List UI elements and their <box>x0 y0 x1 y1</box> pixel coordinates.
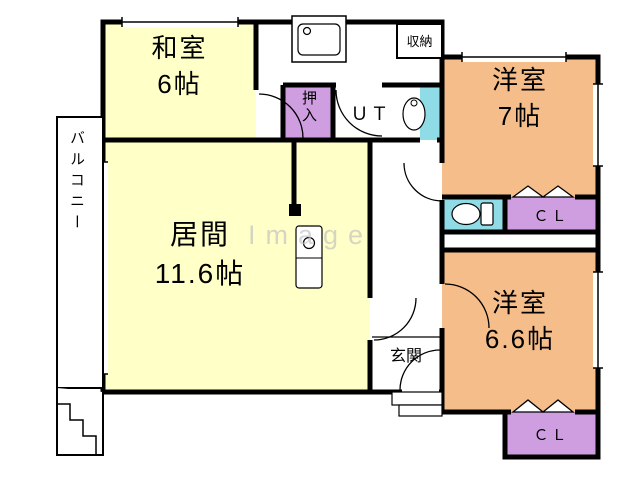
ut-label: ＵＴ <box>350 104 391 124</box>
bedroom7-door-arc <box>403 162 443 202</box>
bedroom66-door-arc <box>444 283 490 329</box>
closet-top <box>505 197 598 232</box>
oshiire-closet <box>283 85 333 142</box>
closet-folding-doors-icon <box>511 185 575 413</box>
washitsu-room <box>103 22 256 140</box>
bedroom66-name: 洋室 <box>491 288 548 318</box>
kitchen-counter-icon <box>295 225 323 289</box>
bedroom66-size: 6.6帖 <box>484 324 556 355</box>
balcony-label: バルコニー <box>68 130 85 235</box>
living-door-arc <box>373 297 417 341</box>
closet-bottom-label: ＣＬ <box>533 427 570 444</box>
watermark-text: Image <box>248 220 374 250</box>
ut-door-strip <box>420 85 442 143</box>
corridor <box>370 140 442 392</box>
inner-walls <box>103 22 598 415</box>
living-size: 11.6帖 <box>154 258 246 290</box>
washbasin-icon <box>402 97 426 131</box>
living-label: 居間 11.6帖 <box>110 215 290 293</box>
balcony-outline <box>56 116 104 456</box>
storage-box <box>396 23 443 59</box>
kitchen-sink-icon <box>291 15 347 63</box>
toilet-icon <box>451 202 494 226</box>
bedroom7-name: 洋室 <box>491 65 548 95</box>
front-door-arc <box>399 349 441 391</box>
bedroom7-room <box>442 57 598 197</box>
door-arcs <box>258 89 490 391</box>
bedroom66-room <box>442 250 598 412</box>
washitsu-entry-pocket <box>256 85 283 140</box>
bedroom7-label: 洋室 7帖 <box>442 62 598 135</box>
washitsu-name: 和室 <box>151 33 208 63</box>
living-room <box>103 140 370 392</box>
closet-bottom <box>505 412 598 457</box>
entrance-porch <box>391 391 443 417</box>
washitsu-label: 和室 6帖 <box>103 30 256 103</box>
oshiire-label: 押入 <box>300 90 317 124</box>
living-name: 居間 <box>169 219 230 250</box>
bedroom66-label: 洋室 6.6帖 <box>442 285 598 358</box>
ut-door-arc <box>335 89 383 137</box>
pillar <box>289 204 301 216</box>
washitsu-door-arc <box>258 93 304 139</box>
closet-top-label: ＣＬ <box>533 208 570 225</box>
genkan-label: 玄関 <box>389 348 422 365</box>
bedroom7-size: 7帖 <box>497 101 543 132</box>
washitsu-size: 6帖 <box>157 69 202 100</box>
storage-label: 収納 <box>406 34 433 49</box>
